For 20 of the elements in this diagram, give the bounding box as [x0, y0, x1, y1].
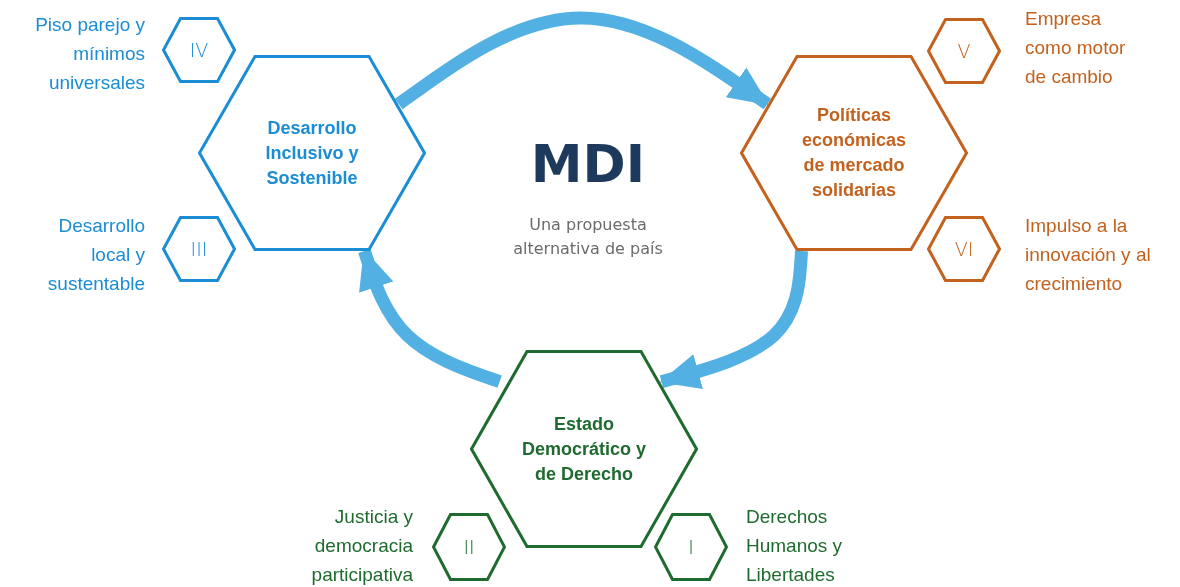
- side-caption: Derechos Humanos y Libertades: [746, 505, 844, 587]
- hexagon-title: Desarrollo Inclusivo y Sostenible: [264, 116, 360, 190]
- side-caption: Desarrollo local y sustentable: [46, 214, 145, 296]
- roman-numeral: II: [463, 536, 475, 558]
- curved-arrow: [659, 250, 809, 389]
- side-caption: Justicia y democracia participativa: [310, 505, 413, 587]
- side-caption: Piso parejo y mínimos universales: [35, 13, 145, 95]
- side-caption: Empresa como motor de cambio: [1025, 7, 1127, 89]
- hexagon-title: Estado Democrático y de Derecho: [520, 412, 648, 486]
- roman-numeral: IV: [189, 39, 209, 61]
- roman-numeral: III: [190, 238, 208, 260]
- subtitle: Una propuesta alternativa de país: [512, 214, 664, 260]
- side-caption: Impulso a la innovación y al crecimiento: [1025, 214, 1152, 296]
- center-title: MDI: [529, 134, 647, 194]
- roman-numeral: VI: [954, 238, 974, 260]
- roman-numeral: V: [957, 40, 971, 62]
- hexagon-title: Políticas económicas de mercado solidarias: [800, 104, 907, 202]
- curved-arrow: [358, 249, 502, 388]
- roman-numeral: I: [688, 536, 694, 558]
- curved-arrow: [394, 11, 772, 110]
